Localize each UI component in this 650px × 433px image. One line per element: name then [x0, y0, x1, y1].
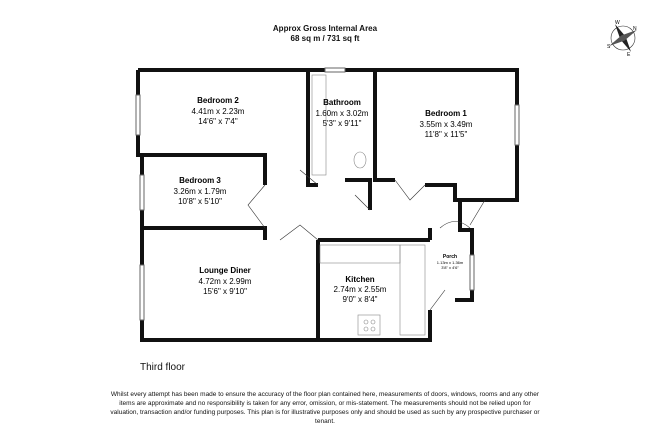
svg-text:N: N — [633, 26, 637, 32]
svg-text:S: S — [607, 44, 611, 50]
room-bedroom-1: Bedroom 1 3.55m x 3.49m 11'8" x 11'5" — [420, 109, 473, 139]
room-lounge-diner: Lounge Diner 4.72m x 2.99m 15'6" x 9'10" — [199, 266, 252, 296]
svg-text:5'3" x 9'11": 5'3" x 9'11" — [323, 119, 362, 128]
svg-text:Bedroom 1: Bedroom 1 — [425, 109, 467, 118]
doors — [247, 169, 486, 311]
svg-text:Kitchen: Kitchen — [345, 275, 374, 284]
room-porch: Porch 1.13m x 1.36m 3'8" x 4'6" — [437, 254, 464, 270]
svg-text:E: E — [627, 52, 631, 58]
room-bedroom-3: Bedroom 3 3.26m x 1.79m 10'8" x 5'10" — [174, 176, 227, 206]
svg-text:11'8" x 11'5": 11'8" x 11'5" — [425, 130, 468, 139]
room-bedroom-2: Bedroom 2 4.41m x 2.23m 14'6" x 7'4" — [192, 96, 245, 126]
svg-text:3'8" x 4'6": 3'8" x 4'6" — [441, 265, 459, 270]
floor-label: Third floor — [140, 362, 186, 373]
svg-text:3.26m x 1.79m: 3.26m x 1.79m — [174, 187, 227, 196]
svg-text:3.55m x 3.49m: 3.55m x 3.49m — [420, 120, 473, 129]
compass-rose-icon: W N S E — [607, 20, 637, 58]
room-kitchen: Kitchen 2.74m x 2.55m 9'0" x 8'4" — [334, 275, 387, 304]
svg-text:15'6" x 9'10": 15'6" x 9'10" — [203, 287, 247, 296]
svg-text:14'6" x 7'4": 14'6" x 7'4" — [198, 117, 238, 126]
windows — [135, 67, 520, 321]
svg-text:4.72m x 2.99m: 4.72m x 2.99m — [199, 277, 252, 286]
svg-text:Porch: Porch — [443, 254, 457, 260]
area-title: Approx Gross Internal Area — [272, 24, 378, 33]
svg-text:Bathroom: Bathroom — [323, 98, 361, 107]
svg-text:2.74m x 2.55m: 2.74m x 2.55m — [334, 285, 387, 294]
svg-text:9'0" x 8'4": 9'0" x 8'4" — [343, 295, 378, 304]
disclaimer: Whilst every attempt has been made to en… — [110, 391, 540, 425]
svg-text:1.60m x 3.02m: 1.60m x 3.02m — [316, 109, 369, 118]
svg-text:W: W — [615, 20, 620, 26]
svg-text:4.41m x 2.23m: 4.41m x 2.23m — [192, 107, 245, 116]
fixtures — [311, 74, 426, 336]
svg-text:1.13m x 1.36m: 1.13m x 1.36m — [437, 260, 464, 265]
svg-text:Lounge Diner: Lounge Diner — [199, 266, 251, 275]
svg-text:Bedroom 2: Bedroom 2 — [197, 96, 239, 105]
area-value: 68 sq m / 731 sq ft — [290, 34, 360, 43]
svg-text:10'8" x 5'10": 10'8" x 5'10" — [178, 197, 222, 206]
room-bathroom: Bathroom 1.60m x 3.02m 5'3" x 9'11" — [316, 98, 369, 128]
svg-text:Bedroom 3: Bedroom 3 — [179, 176, 221, 185]
